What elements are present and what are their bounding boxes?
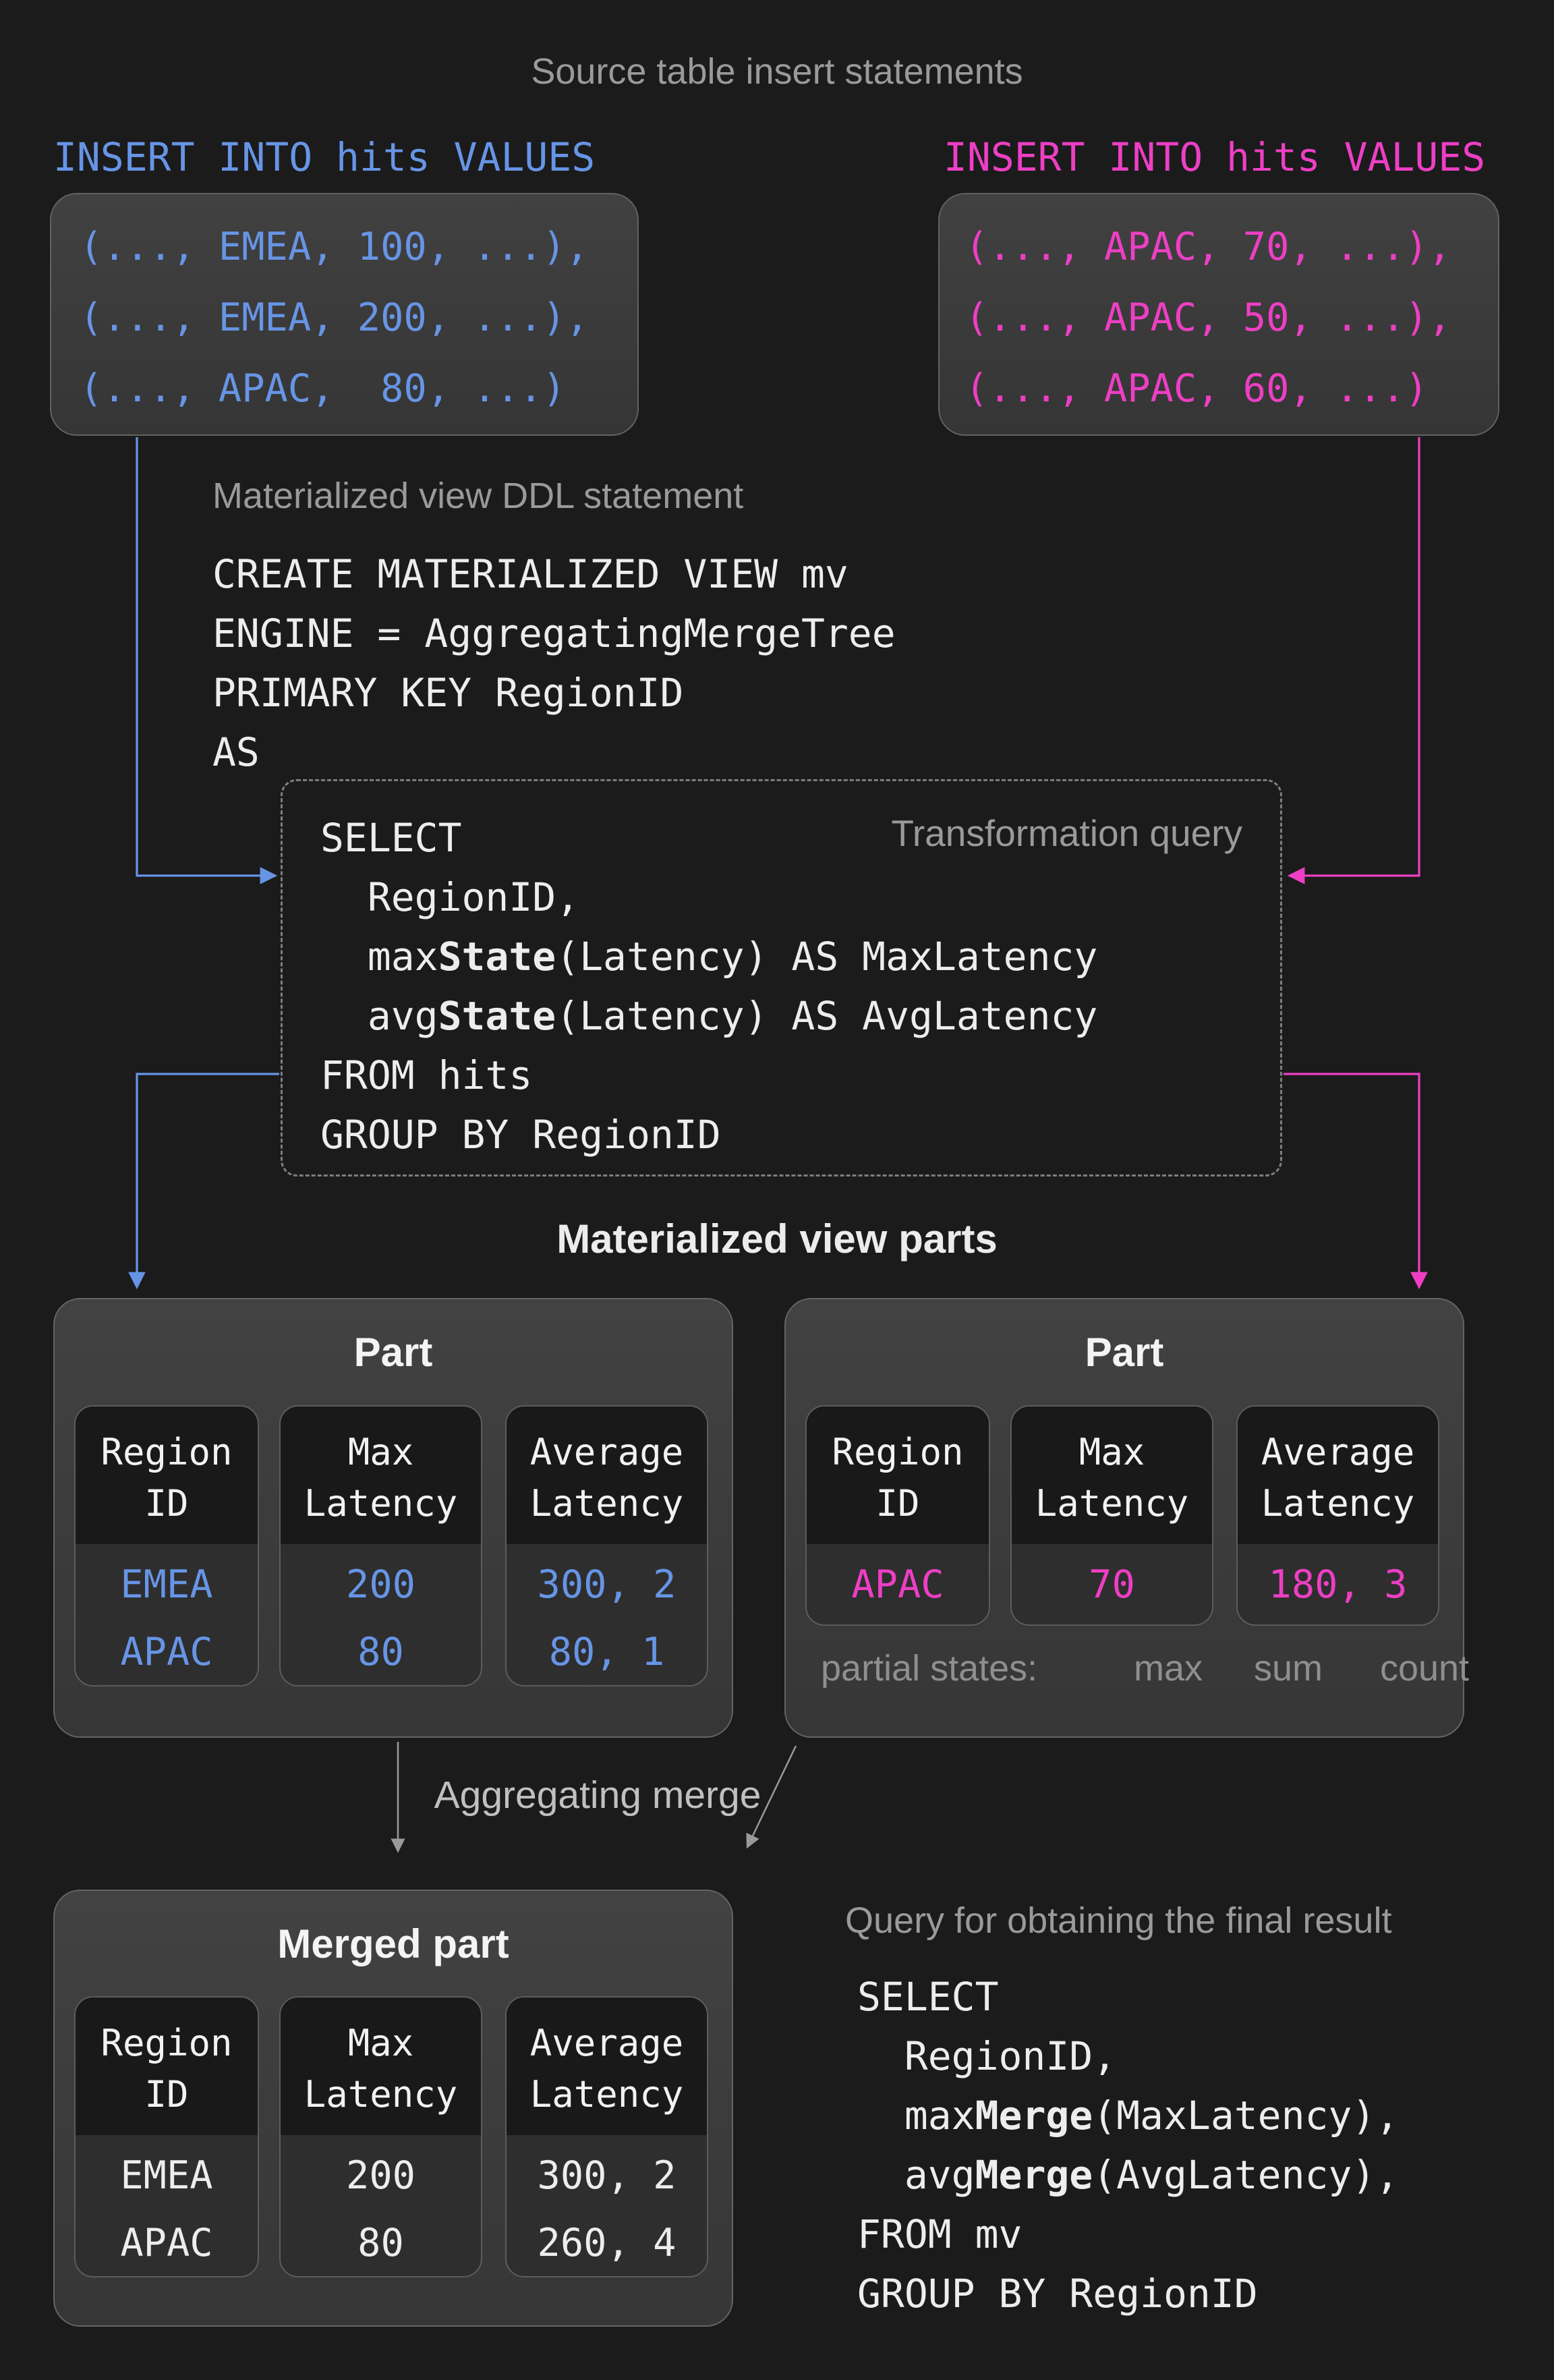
merged-part-title: Merged part xyxy=(277,1921,509,1966)
source-title: Source table insert statements xyxy=(531,51,1023,92)
partial-states-label: partial states: xyxy=(821,1648,1038,1689)
ddl-title: Materialized view DDL statement xyxy=(212,476,744,516)
transformation-query-box: Transformation query SELECT RegionID, ma… xyxy=(281,779,1282,1177)
column-values: APAC xyxy=(851,1562,944,1607)
part-right-title: Part xyxy=(1085,1330,1164,1375)
arrow-insert-right-to-query xyxy=(1287,437,1420,884)
partial-count-label: count xyxy=(1379,1648,1470,1689)
aggregating-merge-label: Aggregating merge xyxy=(434,1774,761,1817)
column-values: 70 xyxy=(1089,1562,1135,1607)
partial-max-label: max xyxy=(1133,1648,1203,1689)
insert-right-rows: (..., APAC, 70, ...),(..., APAC, 50, ...… xyxy=(965,225,1451,411)
insert-left-rows: (..., EMEA, 100, ...),(..., EMEA, 200, .… xyxy=(80,225,589,411)
insert-right-box: (..., APAC, 70, ...),(..., APAC, 50, ...… xyxy=(938,193,1499,436)
parts-title: Materialized view parts xyxy=(556,1216,998,1262)
partial-sum-label: sum xyxy=(1253,1648,1323,1689)
part-left-title: Part xyxy=(353,1330,433,1375)
final-query-title: Query for obtaining the final result xyxy=(845,1900,1392,1941)
final-query-code: SELECT RegionID, maxMerge(MaxLatency), a… xyxy=(857,1974,1400,2317)
insert-left-box: (..., EMEA, 100, ...),(..., EMEA, 200, .… xyxy=(50,193,639,436)
insert-left-heading: INSERT INTO hits VALUES xyxy=(53,134,596,180)
transformation-query-code: SELECT RegionID, maxState(Latency) AS Ma… xyxy=(320,815,1098,1158)
column-values: 180, 3 xyxy=(1268,1562,1408,1607)
transformation-query-title: Transformation query xyxy=(891,812,1242,854)
insert-right-heading: INSERT INTO hits VALUES xyxy=(944,134,1486,180)
